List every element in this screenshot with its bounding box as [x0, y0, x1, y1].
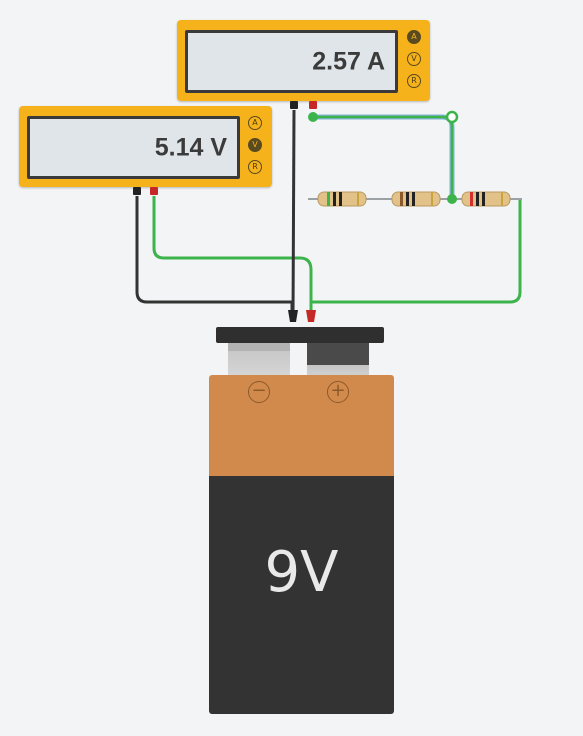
junction-node	[447, 194, 457, 204]
return-wire	[311, 199, 522, 304]
ammeter-mode-r[interactable]: R	[407, 74, 421, 88]
ammeter-negative-wire	[291, 109, 296, 319]
bend-node	[445, 110, 459, 124]
voltmeter-display: 5.14 V	[27, 116, 240, 179]
battery-voltage-label: 9V	[264, 540, 339, 605]
voltmeter-mode-v[interactable]: V	[248, 138, 262, 152]
voltmeter-mode-r[interactable]: R	[248, 160, 262, 174]
battery-positive-label: +	[327, 381, 349, 403]
battery-negative-terminal	[228, 343, 290, 377]
resistor-3[interactable]	[461, 191, 511, 207]
battery-top	[209, 375, 394, 476]
battery-negative-label: −	[248, 381, 270, 403]
battery-clip	[216, 327, 384, 343]
resistor-1[interactable]	[317, 191, 367, 207]
voltmeter[interactable]: 5.14 V A V R	[19, 106, 272, 187]
voltmeter-reading: 5.14 V	[154, 133, 227, 161]
ammeter-positive-wire	[313, 114, 455, 198]
battery-positive-terminal	[307, 343, 369, 377]
ammeter-reading: 2.57 A	[312, 47, 385, 75]
ammeter[interactable]: 2.57 A A V R	[177, 20, 430, 101]
ammeter-probe-node	[308, 112, 318, 122]
ammeter-red-probe[interactable]	[309, 101, 317, 109]
ammeter-mode-v[interactable]: V	[407, 52, 421, 66]
resistor-2[interactable]	[391, 191, 441, 207]
ammeter-display: 2.57 A	[185, 30, 398, 93]
voltmeter-red-probe[interactable]	[150, 187, 158, 195]
voltmeter-black-probe[interactable]	[133, 187, 141, 195]
battery-body	[209, 476, 394, 714]
voltmeter-negative-wire	[135, 196, 294, 318]
voltmeter-positive-wire	[152, 196, 313, 318]
ammeter-black-probe[interactable]	[290, 101, 298, 109]
ammeter-mode-a[interactable]: A	[407, 30, 421, 44]
voltmeter-mode-a[interactable]: A	[248, 116, 262, 130]
